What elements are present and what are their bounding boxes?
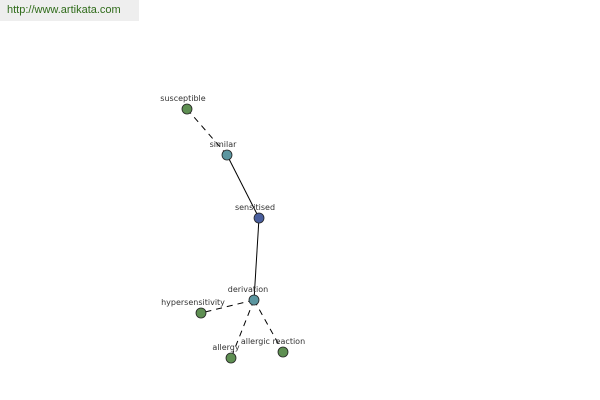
edge-derivation-allergic-reaction	[253, 299, 284, 353]
node-hypersensitivity[interactable]: hypersensitivity	[161, 298, 225, 319]
url-banner[interactable]: http://www.artikata.com	[0, 0, 139, 21]
node-label-derivation[interactable]: derivation	[228, 285, 268, 294]
node-label-similar[interactable]: similar	[210, 140, 238, 149]
edge-similar-sensitised	[226, 154, 260, 219]
node-dot-similar[interactable]	[221, 149, 233, 161]
edge-sensitised-derivation	[253, 217, 260, 301]
nodes-layer: susceptible similar sensitised derivationhy…	[160, 94, 305, 364]
node-dot-sensitised[interactable]	[253, 212, 265, 224]
node-label-susceptible[interactable]: susceptible	[160, 94, 205, 103]
node-similar[interactable]: similar	[210, 140, 238, 161]
edge-derivation-hypersensitivity	[200, 299, 255, 314]
node-label-allergic-reaction[interactable]: allergic reaction	[241, 337, 305, 346]
node-label-allergy[interactable]: allergy	[212, 343, 239, 352]
node-allergic-reaction[interactable]: allergic reaction	[241, 337, 305, 358]
node-dot-derivation[interactable]	[248, 294, 260, 306]
node-dot-hypersensitivity[interactable]	[195, 307, 207, 319]
node-sensitised[interactable]: sensitised	[235, 203, 275, 224]
node-susceptible[interactable]: susceptible	[160, 94, 206, 115]
node-dot-allergic-reaction[interactable]	[277, 346, 289, 358]
node-dot-susceptible[interactable]	[181, 103, 193, 115]
node-allergy[interactable]: allergy	[212, 343, 240, 364]
node-label-hypersensitivity[interactable]: hypersensitivity	[161, 298, 225, 307]
edges-layer	[186, 108, 284, 359]
node-derivation[interactable]: derivation	[228, 285, 268, 306]
node-dot-allergy[interactable]	[225, 352, 237, 364]
site-url-link[interactable]: http://www.artikata.com	[7, 4, 121, 16]
node-label-sensitised[interactable]: sensitised	[235, 203, 275, 212]
